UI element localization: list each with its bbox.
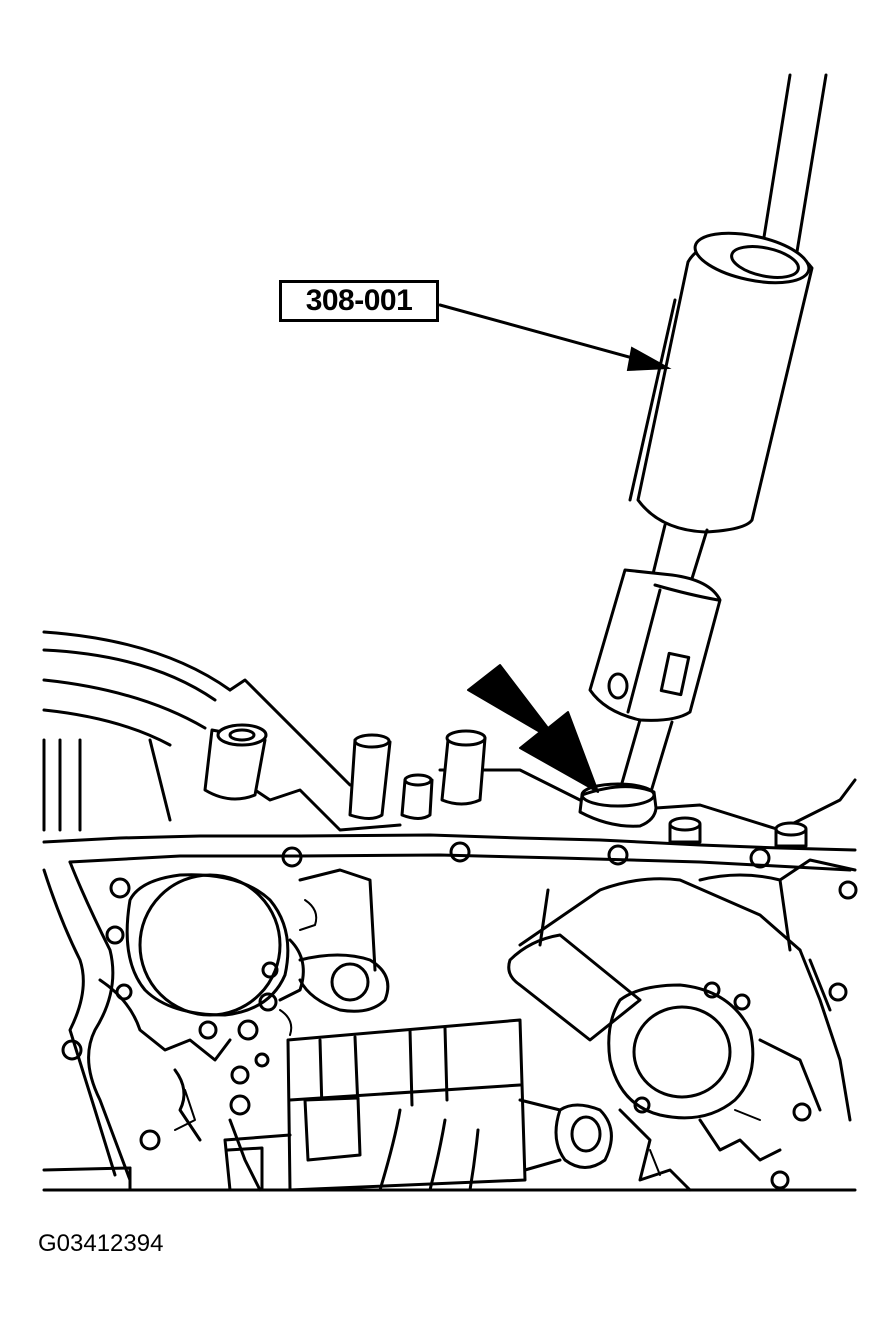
right-bore-housing — [507, 858, 857, 1192]
slide-hammer-shaft — [758, 73, 828, 272]
figure-id: G03412394 — [38, 1230, 164, 1257]
engine-block-upper — [42, 630, 857, 832]
lower-curves — [42, 1108, 857, 1192]
left-bore — [98, 868, 390, 1192]
tool-number-label: 308-001 — [279, 280, 439, 322]
bushing — [578, 782, 658, 828]
center-ribs — [223, 1018, 527, 1192]
remover-adapter — [588, 568, 722, 797]
callout-leader — [438, 303, 672, 372]
pointer-arrow — [467, 664, 599, 793]
slide-hammer-lower-shaft — [650, 523, 709, 587]
slide-hammer-weight — [628, 231, 814, 534]
bolt-holes — [61, 841, 858, 1190]
studs — [203, 723, 808, 848]
misc-details — [174, 899, 761, 1176]
